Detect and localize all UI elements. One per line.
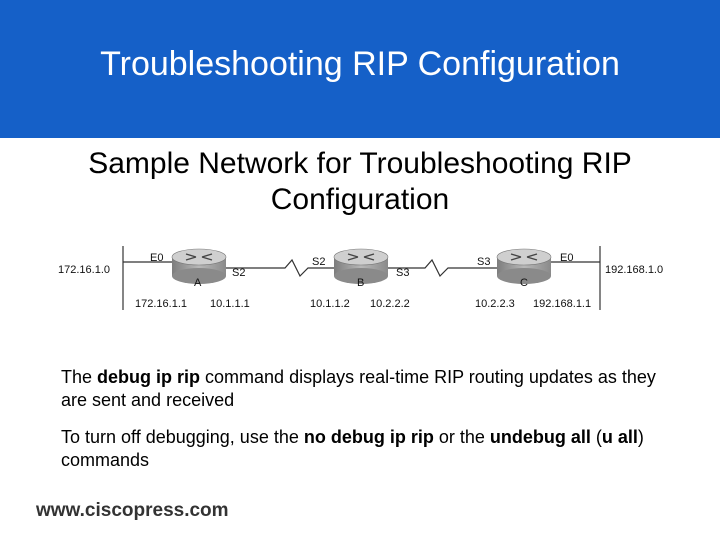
router-c-label: C: [520, 277, 528, 289]
text-run: command displays real-time RIP routing u…: [61, 367, 656, 410]
network-right-label: 192.168.1.0: [605, 264, 663, 276]
command-no-debug-ip-rip: no debug ip rip: [303, 427, 434, 447]
command-undebug-all: undebug all: [489, 427, 591, 447]
address-b-s3: 10.2.2.2: [370, 298, 410, 310]
text-run: The: [61, 367, 98, 387]
router-a-e0-label: E0: [150, 252, 163, 264]
text-run: To turn off debugging, use the: [61, 427, 304, 447]
slide-title: Troubleshooting RIP Configuration: [100, 45, 620, 83]
router-b-icon: [333, 248, 389, 284]
command-debug-ip-rip: debug ip rip: [97, 367, 201, 387]
title-bar: Troubleshooting RIP Configuration: [0, 0, 720, 138]
router-a-icon: [171, 248, 227, 284]
text-run: (: [590, 427, 602, 447]
text-run: or the: [433, 427, 490, 447]
paragraph-debug-ip-rip: The debug ip rip command displays real-t…: [61, 366, 661, 412]
slide-subtitle: Sample Network for Troubleshooting RIP C…: [88, 147, 632, 216]
serial-link-a-b: [226, 258, 338, 278]
address-b-s2: 10.1.1.2: [310, 298, 350, 310]
address-a-e0: 172.16.1.1: [135, 298, 187, 310]
address-c-e0: 192.168.1.1: [533, 298, 591, 310]
address-a-s2: 10.1.1.1: [210, 298, 250, 310]
router-b-label: B: [357, 277, 364, 289]
text-run: ) commands: [61, 427, 644, 470]
router-c-s3-label: S3: [477, 256, 490, 268]
network-left-label: 172.16.1.0: [58, 264, 110, 276]
router-b-s2-label: S2: [312, 256, 325, 268]
router-a-label: A: [194, 277, 202, 289]
network-diagram: A B C E0 S2 S2 S3 S3 E0 172.16.1.0 192.1…: [58, 246, 663, 310]
router-a-s2-label: S2: [232, 267, 245, 279]
footer-url: www.ciscopress.com: [36, 500, 229, 521]
command-u-all: u all: [601, 427, 638, 447]
router-b-s3-label: S3: [396, 267, 409, 279]
paragraph-turn-off-debugging: To turn off debugging, use the no debug …: [61, 426, 661, 472]
router-c-icon: [496, 248, 552, 284]
router-c-e0-label: E0: [560, 252, 573, 264]
address-c-s3: 10.2.2.3: [475, 298, 515, 310]
serial-link-b-c: [388, 258, 500, 278]
